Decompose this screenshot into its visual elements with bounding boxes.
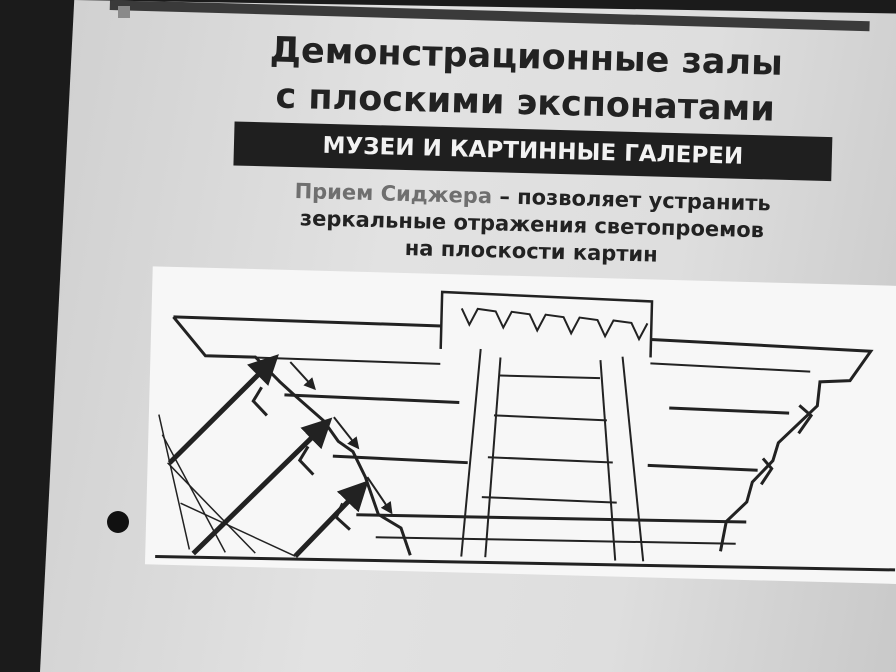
description-highlight: Прием Сиджера — [294, 179, 493, 209]
core-line-3 — [487, 456, 613, 464]
sightline-arrow-3 — [293, 480, 369, 558]
right-ceiling-1 — [650, 362, 811, 373]
reflection-arrow-3 — [366, 476, 393, 515]
light-ray-4 — [180, 502, 296, 557]
right-reflector-1 — [797, 404, 814, 435]
left-ceiling-3 — [332, 454, 468, 465]
reflection-arrow-1 — [289, 361, 316, 391]
bottom-ceiling — [356, 513, 747, 524]
clerestory-block — [439, 290, 654, 358]
left-ceiling-1 — [205, 354, 441, 365]
light-ray-3 — [167, 462, 256, 554]
left-ceiling-2 — [284, 393, 460, 404]
core-line-4 — [481, 496, 617, 504]
right-ceiling-3 — [647, 463, 758, 472]
section-drawing — [144, 266, 896, 584]
inner-right-wall — [599, 360, 617, 561]
slide-title: Демонстрационные залы с плоскими экспона… — [225, 26, 827, 134]
right-stepped-profile — [650, 337, 874, 552]
sightline-arrow-2 — [191, 417, 333, 556]
inner-right-wall-2 — [621, 356, 645, 562]
core-line-2 — [493, 414, 607, 422]
core-line-1 — [499, 374, 601, 380]
left-reflector-2 — [297, 445, 315, 476]
ground-line — [155, 555, 896, 572]
roof-serrations — [460, 307, 649, 342]
slide-description: Прием Сиджера – позволяет устранить зерк… — [211, 176, 853, 274]
banner-text: МУЗЕИ И КАРТИННЫЕ ГАЛЕРЕИ — [322, 132, 744, 170]
bottom-floor — [375, 536, 736, 545]
sightline-arrow-1 — [167, 354, 279, 465]
corner-mark — [118, 6, 130, 18]
section-drawing-svg — [155, 290, 896, 572]
light-ray-2 — [161, 434, 226, 553]
inner-left-wall — [460, 348, 482, 557]
left-roof-line — [173, 315, 442, 328]
left-stepped-profile — [172, 315, 412, 556]
right-ceiling-2 — [669, 406, 790, 415]
reflection-arrow-2 — [333, 416, 360, 450]
left-reflector-1 — [251, 386, 268, 417]
laser-dot — [107, 511, 129, 533]
slide: Демонстрационные залы с плоскими экспона… — [40, 0, 896, 672]
projection-screen: Демонстрационные залы с плоскими экспона… — [40, 0, 896, 672]
right-reflector-2 — [760, 457, 774, 486]
